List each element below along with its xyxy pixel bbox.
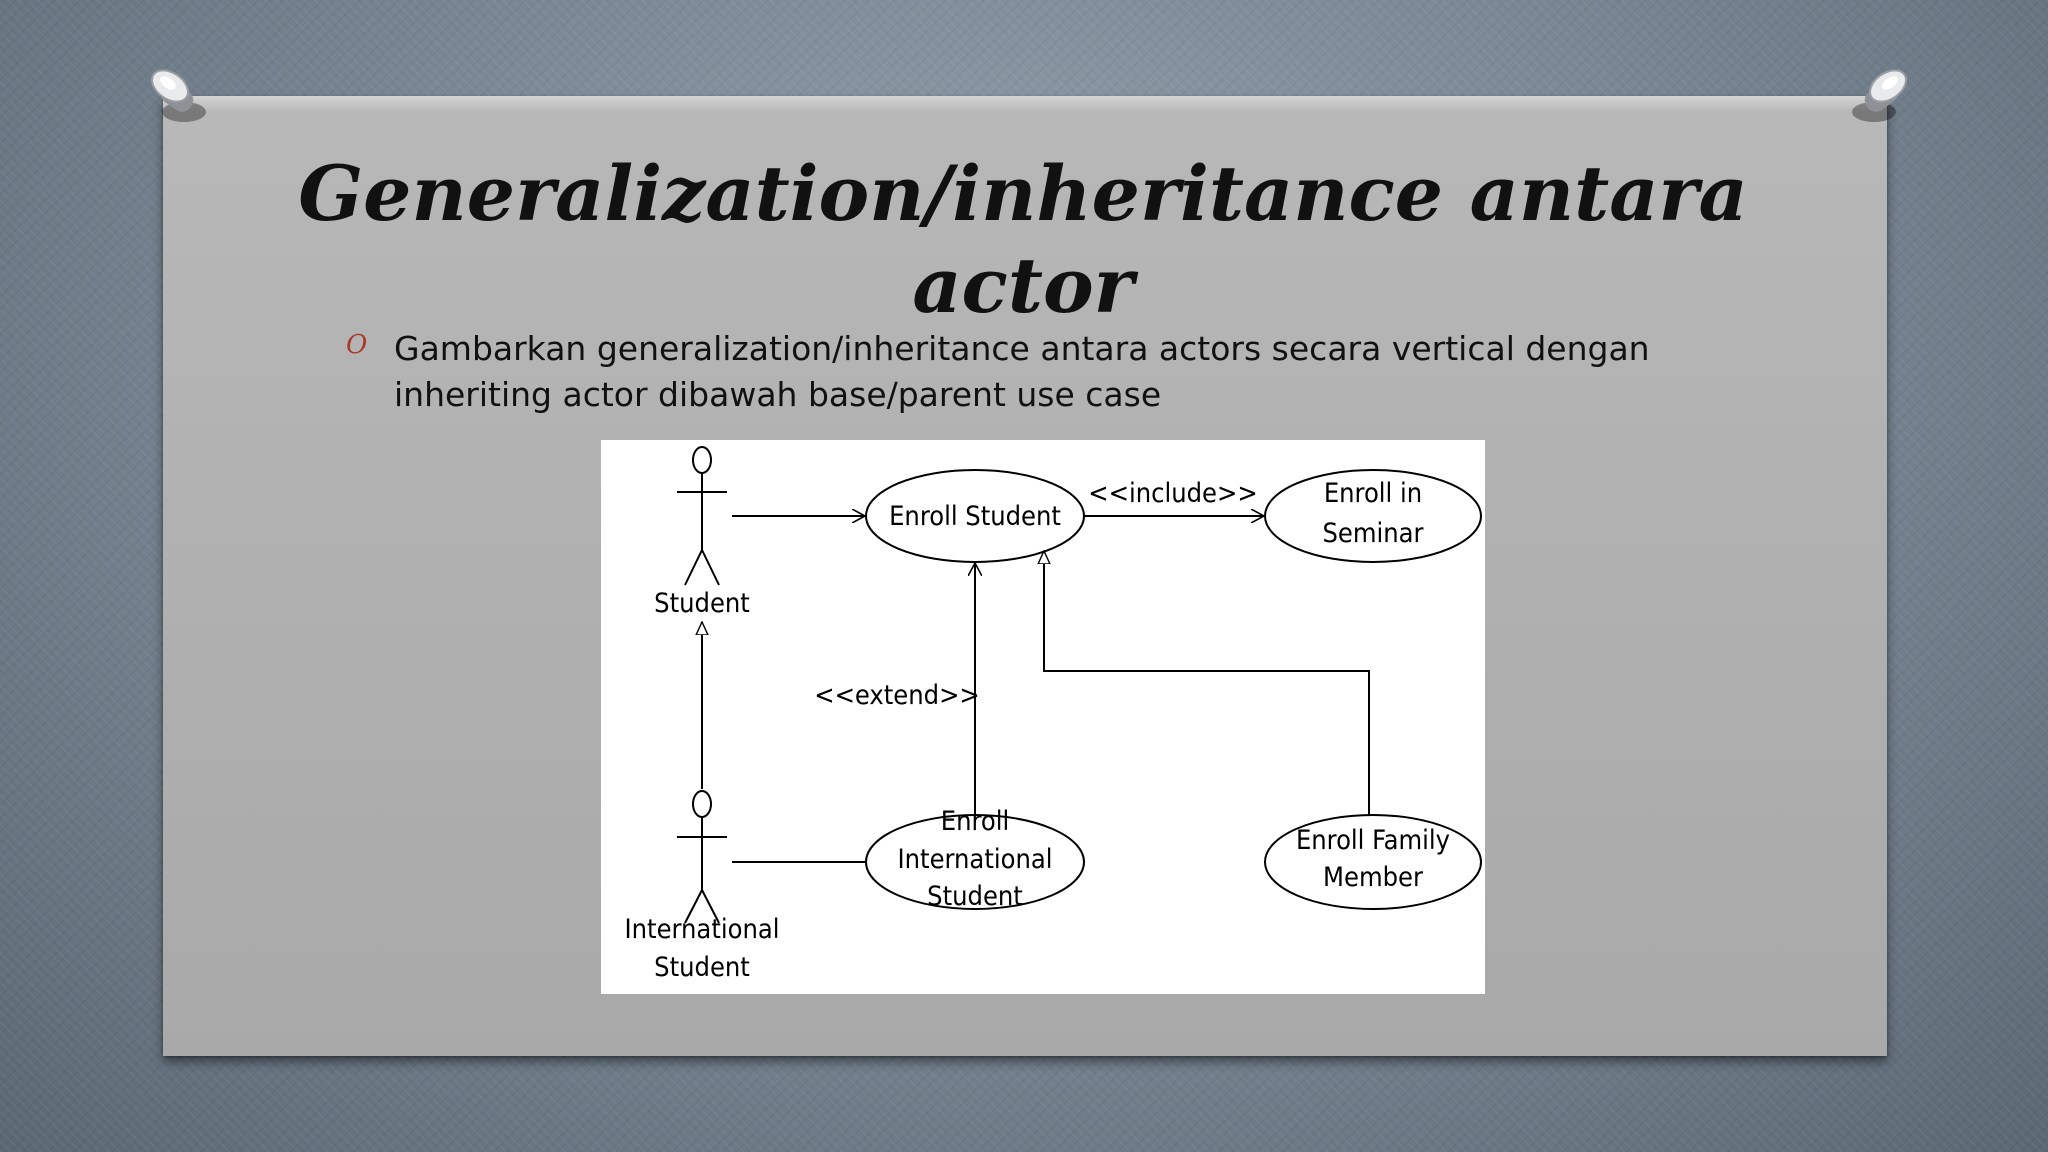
include-stereotype-label: <<include>> <box>1088 478 1257 509</box>
extend-stereotype-label: <<extend>> <box>814 680 980 711</box>
use-case-enroll-seminar-line1: Enroll in <box>1324 478 1422 509</box>
actor-head <box>692 790 712 818</box>
slide-title: Generalization/inheritance antara actor <box>298 149 1748 330</box>
use-case-enroll-student-label: Enroll Student <box>889 501 1061 532</box>
use-case-enroll-family-member <box>1264 814 1482 910</box>
actor-leg-right <box>701 889 720 924</box>
use-case-enroll-seminar <box>1264 469 1482 563</box>
actor-leg-left <box>684 549 703 586</box>
actor-leg-right <box>701 549 720 586</box>
card-top-edge <box>163 96 1887 112</box>
o-bullet-icon: O <box>346 330 368 360</box>
actor-head <box>692 446 712 474</box>
use-case-enroll-seminar-line2: Seminar <box>1322 518 1423 549</box>
actor-international-label-line1: International <box>625 914 780 945</box>
use-case-enroll-intl-line2: International <box>898 844 1053 875</box>
use-case-enroll-family-line2: Member <box>1323 862 1423 893</box>
actor-leg-left <box>684 889 703 924</box>
use-case-diagram: Student International Student Enroll Stu… <box>601 440 1485 994</box>
bullet-text: Gambarkan generalization/inheritance ant… <box>394 329 1650 414</box>
actor-international-label-line2: Student <box>654 952 750 983</box>
use-case-diagram-svg: Student International Student Enroll Stu… <box>625 446 1482 983</box>
use-case-generalization-arrow <box>1044 551 1370 815</box>
pushpin-icon <box>1852 69 1908 122</box>
use-case-enroll-intl-line3: Student <box>927 881 1023 912</box>
use-case-enroll-family-line1: Enroll Family <box>1296 825 1450 856</box>
pushpin-icon <box>150 69 206 122</box>
actor-student-label: Student <box>654 588 750 619</box>
actor-international-student <box>677 790 727 924</box>
actor-student <box>677 446 727 586</box>
